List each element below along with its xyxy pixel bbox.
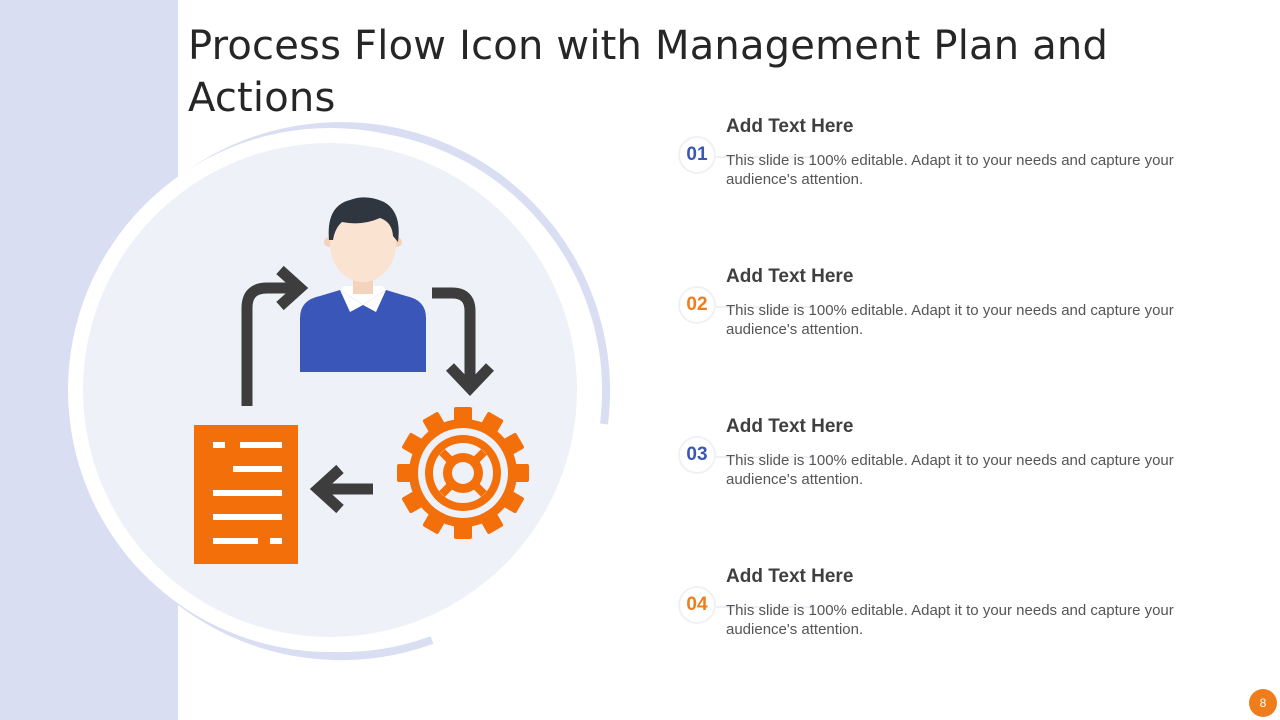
gear-icon [397, 407, 529, 539]
item-text-3: This slide is 100% editable. Adapt it to… [726, 452, 1174, 488]
number-badge-1: 01 [678, 136, 716, 174]
connector-line-1 [716, 154, 815, 160]
item-heading-3: Add Text Here [726, 416, 854, 437]
slide-title: Process Flow Icon with Management Plan a… [188, 23, 1109, 121]
number-badge-4: 04 [678, 586, 716, 624]
number-badge-2: 02 [678, 286, 716, 324]
item-text-1: This slide is 100% editable. Adapt it to… [726, 152, 1174, 188]
connector-line-2 [716, 304, 815, 310]
process-flow-graphic [72, 122, 610, 661]
connector-line-4 [716, 604, 815, 610]
list-item-4: 04 Add Text Here This slide is 100% edit… [678, 566, 1238, 696]
inner-disc [83, 143, 577, 637]
page-number-badge: 8 [1249, 689, 1277, 717]
item-heading-4: Add Text Here [726, 566, 854, 587]
arrow-right-down-icon [432, 287, 494, 396]
person-icon [300, 197, 426, 372]
connector-line-3 [716, 454, 815, 460]
list-item-2: 02 Add Text Here This slide is 100% edit… [678, 266, 1238, 396]
document-icon [194, 425, 298, 564]
item-text-4: This slide is 100% editable. Adapt it to… [726, 602, 1174, 638]
number-badge-3: 03 [678, 436, 716, 474]
list-item-3: 03 Add Text Here This slide is 100% edit… [678, 416, 1238, 546]
arrow-up-right-icon [241, 265, 309, 406]
list-item-1: 01 Add Text Here This slide is 100% edit… [678, 116, 1238, 246]
item-text-2: This slide is 100% editable. Adapt it to… [726, 302, 1174, 338]
arrow-left-icon [309, 464, 373, 514]
item-heading-1: Add Text Here [726, 116, 854, 137]
item-heading-2: Add Text Here [726, 266, 854, 287]
